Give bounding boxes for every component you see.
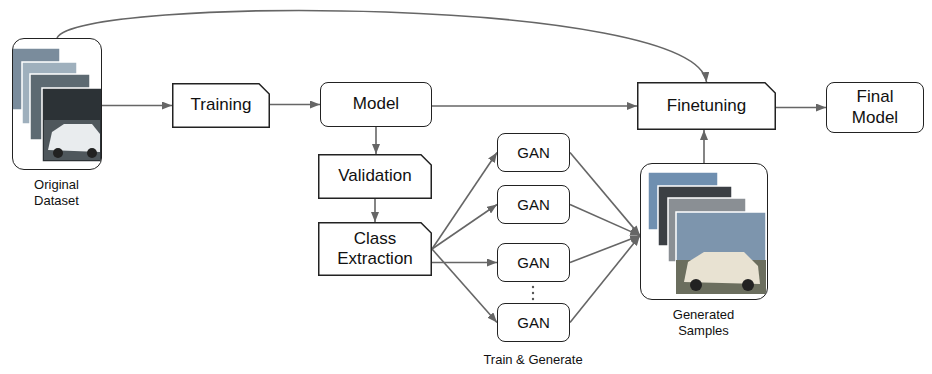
model-box: Model (320, 82, 432, 127)
box-label: GAN (498, 196, 569, 214)
connector-arrow (432, 105, 637, 107)
ellipsis-dots (532, 286, 534, 300)
process-box: Training (172, 83, 270, 128)
connector-arrow (57, 11, 707, 82)
process-box: Validation (318, 154, 432, 199)
connector-arrow (375, 127, 377, 154)
image-caption: Original Dataset (17, 177, 97, 210)
model-box: Final Model (826, 82, 924, 133)
dataset-photos (13, 48, 101, 162)
image-box: Generated Samples (640, 163, 768, 300)
connector-arrow (432, 262, 497, 264)
connector-arrow (570, 236, 640, 323)
connector-arrow (432, 153, 497, 250)
image-caption: Generated Samples (664, 307, 744, 340)
connector-arrow (570, 153, 640, 236)
connector-arrow (432, 205, 497, 250)
connector-arrow (374, 199, 376, 222)
group-label: Train & Generate (481, 352, 584, 367)
box-label: Final Model (827, 87, 923, 128)
image-box: Original Dataset (12, 38, 102, 170)
connector-arrow (432, 249, 497, 323)
box-label: Training (172, 95, 270, 115)
generated-photos (648, 172, 766, 294)
gan-box: GAN (497, 303, 570, 342)
connector-arrow (570, 205, 640, 236)
gan-box: GAN (497, 185, 570, 224)
connector-arrow (270, 104, 320, 106)
box-label: Finetuning (637, 96, 776, 116)
box-label: GAN (498, 144, 569, 162)
connector-arrow (703, 130, 705, 163)
gan-box: GAN (497, 243, 570, 282)
gan-box: GAN (497, 133, 570, 172)
box-label: GAN (498, 254, 569, 272)
box-label: Validation (318, 166, 432, 186)
box-label: GAN (498, 314, 569, 332)
process-box: Class Extraction (318, 222, 432, 276)
process-box: Finetuning (637, 82, 776, 130)
box-label: Model (321, 94, 431, 114)
connector-arrow (776, 107, 826, 109)
box-label: Class Extraction (318, 229, 432, 270)
connector-arrow (102, 105, 172, 107)
